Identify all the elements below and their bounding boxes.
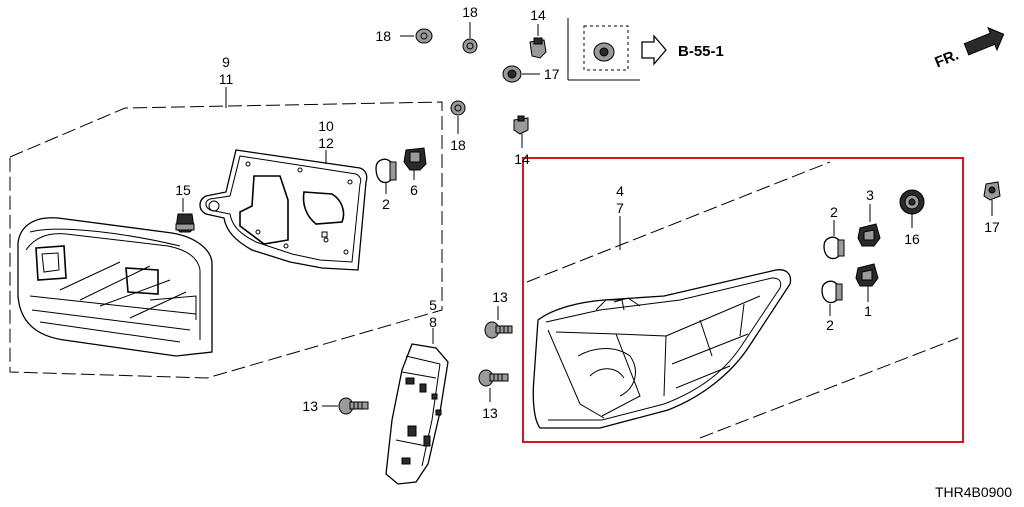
callout-9: 9 (222, 54, 230, 70)
callout-1: 1 (864, 303, 872, 319)
highlight-frame (522, 157, 964, 443)
bulb-2-inner-bottom (821, 280, 843, 304)
nut-18-top (462, 38, 478, 54)
clip-14-top (529, 37, 547, 59)
callout-13-mid: 13 (482, 405, 498, 421)
socket-15 (175, 213, 195, 233)
callout-2-upper: 2 (382, 196, 390, 212)
garnish-5-8 (385, 343, 449, 485)
callout-11: 11 (219, 71, 234, 87)
nut-17-top (502, 65, 522, 83)
callout-18-left: 18 (375, 28, 391, 44)
outer-tail-light (532, 269, 792, 429)
inner-tail-light (17, 217, 213, 357)
grommet-16 (899, 189, 925, 215)
bulb-2-upper (375, 158, 397, 184)
callout-15: 15 (175, 182, 191, 198)
callout-17-right: 17 (984, 219, 1000, 235)
assembly-box-9-11 (9, 101, 443, 379)
callout-14-top: 14 (530, 7, 546, 23)
assembly-guide-upper (526, 161, 831, 283)
front-arrow-icon: FR. (932, 26, 1005, 71)
callout-2-inner-top: 2 (830, 204, 838, 220)
callout-13-left: 13 (302, 398, 318, 414)
nut-18-left (415, 28, 433, 44)
bolt-13-top (484, 321, 513, 339)
front-direction-label: FR. (932, 46, 961, 71)
gasket-10-12 (199, 149, 368, 271)
socket-6 (403, 147, 427, 171)
nut-18-mid (450, 100, 466, 116)
ref-text: B-55-1 (678, 43, 724, 60)
callout-18-top: 18 (462, 4, 478, 20)
clip-14-mid (513, 115, 529, 135)
callout-8: 8 (429, 314, 437, 330)
diagram-code: THR4B0900 (935, 484, 1012, 500)
callout-13-top: 13 (492, 289, 508, 305)
socket-1 (855, 263, 879, 287)
bulb-2-inner-top (823, 236, 845, 260)
callout-12: 12 (318, 135, 334, 151)
socket-3 (857, 223, 881, 247)
callout-6: 6 (410, 182, 418, 198)
ref-nut (593, 42, 615, 62)
callout-5: 5 (429, 297, 437, 313)
callout-17-top: 17 (544, 66, 560, 82)
nut-17-right (983, 181, 1001, 201)
callout-7: 7 (616, 200, 624, 216)
ref-arrow-icon (641, 34, 667, 66)
callout-2-inner-bottom: 2 (826, 317, 834, 333)
assembly-guide-lower (699, 337, 959, 439)
callout-10: 10 (318, 118, 334, 134)
callout-3: 3 (866, 187, 874, 203)
callout-16: 16 (904, 231, 920, 247)
callout-14-mid: 14 (514, 151, 530, 167)
callout-4: 4 (616, 183, 624, 199)
ref-detail-box (583, 25, 629, 71)
callout-18-mid: 18 (450, 137, 466, 153)
bolt-13-left (338, 397, 369, 415)
bolt-13-mid (478, 369, 509, 387)
